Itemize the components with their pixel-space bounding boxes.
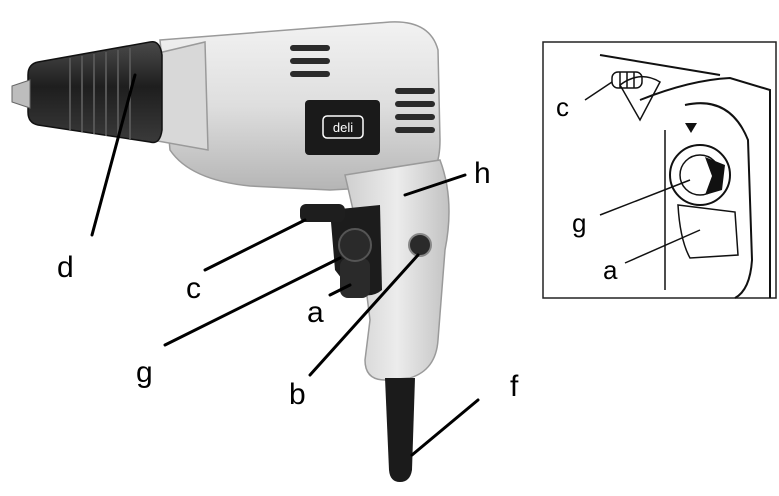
vent-slots — [290, 45, 435, 133]
label-h: h — [474, 157, 491, 190]
trigger — [340, 258, 370, 298]
chuck-nose — [11, 79, 31, 109]
power-cord — [385, 378, 415, 482]
inset-label-c: c — [556, 92, 569, 122]
lock-button — [408, 233, 432, 257]
detail-inset: c g a — [542, 41, 777, 299]
inset-trigger — [677, 204, 739, 259]
inset-arrow-marker — [685, 123, 697, 133]
main-leaders — [90, 73, 480, 457]
label-c: c — [186, 272, 201, 305]
label-g: g — [136, 356, 153, 389]
inset-speed-dial — [611, 71, 643, 89]
label-b: b — [289, 378, 306, 411]
label-d: d — [57, 251, 74, 284]
inset-label-g: g — [572, 208, 586, 238]
inset-label-a: a — [603, 255, 618, 285]
label-f: f — [510, 370, 519, 403]
brand-logo: deli — [333, 120, 353, 135]
direction-switch — [338, 228, 372, 262]
drill-photo: deli — [11, 21, 450, 482]
speed-dial — [300, 204, 345, 222]
logo-badge — [305, 100, 380, 155]
main-labels: d c a g b h f — [57, 157, 519, 411]
label-a: a — [307, 296, 324, 329]
